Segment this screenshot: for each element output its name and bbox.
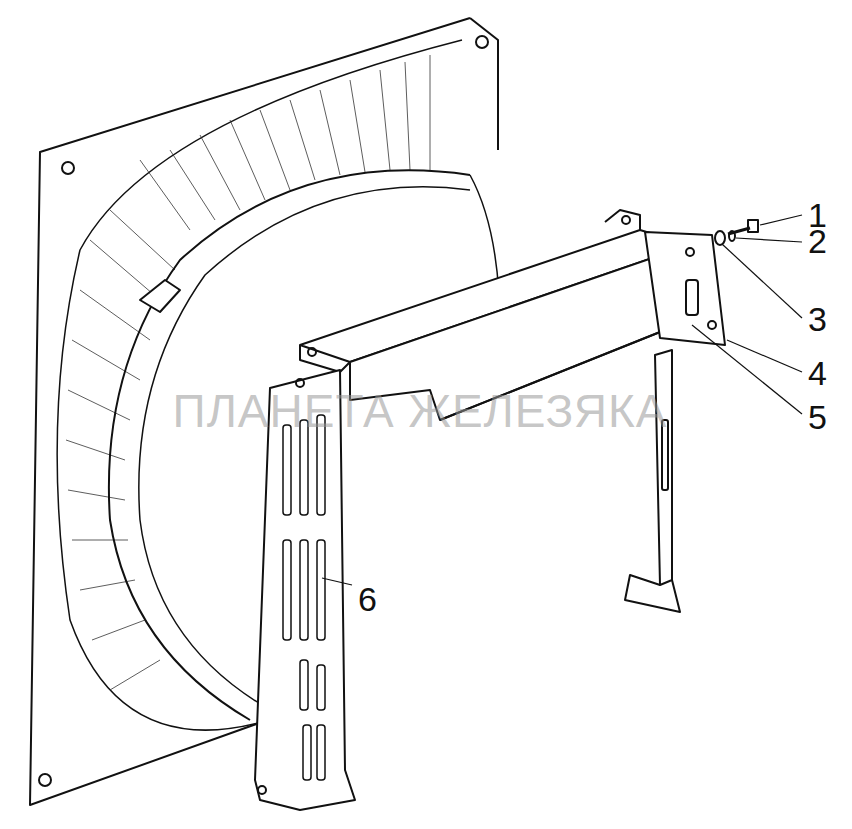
callout-number: 4 — [808, 356, 827, 390]
watermark: ПЛАНЕТА ЖЕЛЕЗЯКА — [173, 388, 668, 434]
callout-number: 6 — [358, 582, 377, 616]
callout-number: 3 — [808, 302, 827, 336]
callout-number: 5 — [808, 400, 827, 434]
callout-number: 2 — [808, 224, 827, 258]
